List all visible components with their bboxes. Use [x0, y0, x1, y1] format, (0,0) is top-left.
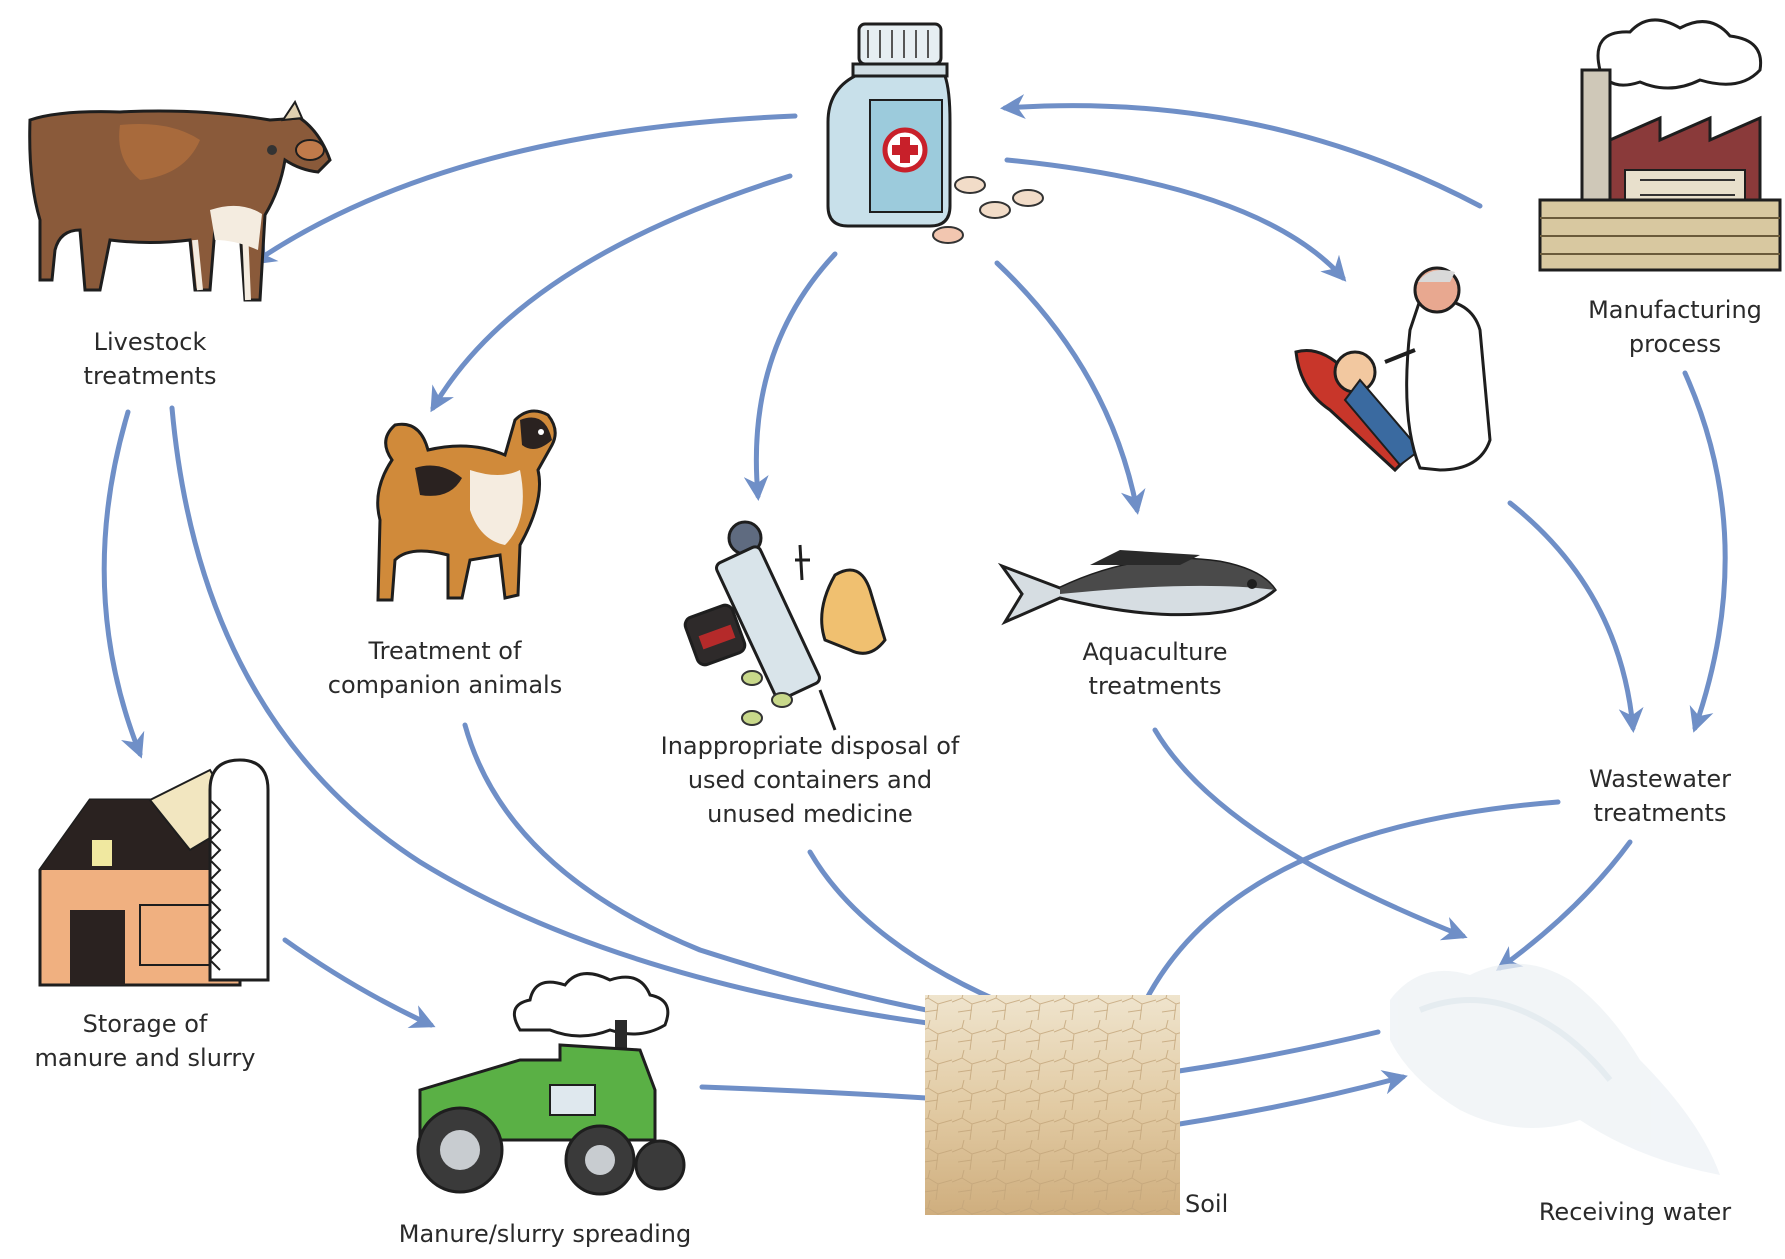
spreading-label: Manure/slurry spreading — [360, 1217, 730, 1251]
aquaculture-label: Aquaculture treatments — [1040, 635, 1270, 703]
soil-block-icon — [925, 995, 1180, 1215]
arrow-manufacturing-to-medicine — [1000, 94, 1483, 209]
wastewater-label-line1: Wastewater — [1589, 765, 1731, 793]
companion-label: Treatment of companion animals — [300, 634, 590, 702]
arrow-livestock-to-soil — [169, 405, 970, 1038]
arrow-medicine-to-companion — [430, 173, 793, 413]
arrow-wastewater-to-soil — [1122, 799, 1561, 1047]
arrow-storage-to-spreading — [282, 937, 436, 1028]
manufacturing-label: Manufacturing process — [1560, 293, 1785, 361]
companion-label-line1: Treatment of — [368, 637, 522, 665]
aquaculture-label-line2: treatments — [1088, 672, 1222, 700]
flow-arrows — [101, 94, 1728, 1133]
doctor-patient-icon — [1294, 266, 1492, 473]
arrow-spreading-to-soil — [699, 1084, 962, 1112]
barn-silo-icon — [38, 758, 270, 987]
wastewater-label: Wastewater treatments — [1545, 762, 1775, 830]
storage-label: Storage of manure and slurry — [15, 1007, 275, 1075]
storage-label-line2: manure and slurry — [34, 1044, 256, 1072]
tractor-icon — [416, 972, 686, 1196]
water-splash-icon — [1390, 963, 1720, 1175]
arrow-medicine-to-disposal — [743, 251, 838, 501]
arrow-aquaculture-to-water — [1152, 727, 1468, 941]
soil-label: Soil — [1185, 1187, 1265, 1221]
disposal-label-line3: unused medicine — [707, 800, 913, 828]
arrow-medicine-to-human — [1004, 157, 1347, 282]
fish-icon — [997, 550, 1277, 626]
storage-label-line1: Storage of — [82, 1010, 208, 1038]
livestock-label: Livestock treatments — [40, 325, 260, 393]
medicine-bottle-icon — [826, 22, 1044, 244]
aquaculture-label-line1: Aquaculture — [1082, 638, 1228, 666]
arrow-disposal-to-soil — [807, 849, 1050, 1025]
disposal-label-line2: used containers and — [687, 766, 933, 794]
arrow-companion-to-soil — [462, 722, 963, 1025]
arrow-manufacturing-to-wastewater — [1682, 370, 1728, 733]
wastewater-label-line2: treatments — [1593, 799, 1727, 827]
arrow-medicine-to-aquaculture — [994, 260, 1146, 515]
factory-icon — [1538, 18, 1782, 272]
dog-icon — [376, 409, 557, 602]
livestock-label-line1: Livestock — [93, 328, 207, 356]
companion-label-line2: companion animals — [327, 671, 563, 699]
water-label-text: Receiving water — [1538, 1198, 1732, 1226]
arrow-medicine-to-livestock — [250, 113, 798, 265]
spreading-label-line1: Manure/slurry spreading — [398, 1220, 692, 1248]
arrow-livestock-to-storage — [101, 409, 145, 759]
arrow-human-to-wastewater — [1507, 500, 1644, 733]
syringe-pills-glove-icon — [683, 520, 887, 731]
manufacturing-label-line2: process — [1628, 330, 1722, 358]
manufacturing-label-line1: Manufacturing — [1588, 296, 1762, 324]
soil-label-text: Soil — [1185, 1190, 1229, 1218]
livestock-label-line2: treatments — [83, 362, 217, 390]
arrow-wastewater-to-water — [1495, 839, 1633, 971]
disposal-label: Inappropriate disposal of used container… — [640, 729, 980, 831]
water-label: Receiving water — [1510, 1195, 1760, 1229]
cow-icon — [28, 99, 332, 302]
disposal-label-line1: Inappropriate disposal of — [660, 732, 960, 760]
